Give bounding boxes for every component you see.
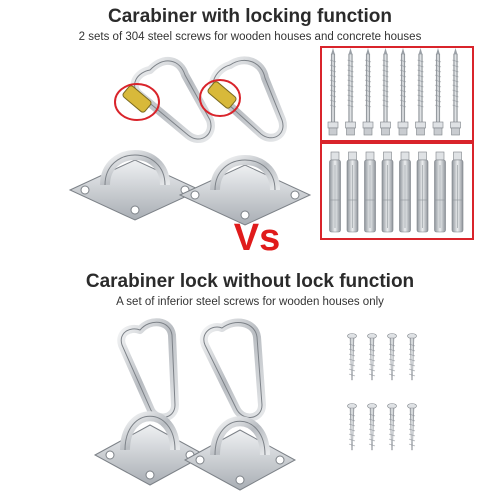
wood-screw-icon bbox=[347, 333, 357, 381]
wood-screw-icon bbox=[367, 333, 377, 381]
vs-label: Vs bbox=[233, 217, 281, 259]
long-screw-icon bbox=[415, 48, 426, 136]
wood-screw-icon bbox=[407, 333, 417, 381]
long-screw-icon bbox=[397, 48, 409, 136]
pad-eye-plate-icon bbox=[178, 155, 312, 226]
anchor-bolt-icon bbox=[381, 151, 394, 233]
top-title: Carabiner with locking function bbox=[108, 6, 392, 27]
bottom-title: Carabiner lock without lock function bbox=[85, 271, 415, 292]
wood-screws-group bbox=[347, 333, 417, 451]
pad-eye-plate-icon bbox=[68, 150, 202, 221]
anchor-bolt-icon bbox=[451, 151, 464, 233]
anchor-bolt-icon bbox=[364, 151, 376, 233]
anchor-bolt-icon bbox=[346, 151, 359, 233]
long-screw-icon bbox=[327, 48, 339, 136]
anchor-bolt-icon bbox=[329, 151, 341, 233]
wood-screw-icon bbox=[367, 403, 377, 451]
pad-eye-plate-icon bbox=[93, 411, 207, 486]
long-screw-icon bbox=[345, 48, 356, 136]
anchor-bolt-icon bbox=[399, 151, 411, 233]
anchor-bolts-group bbox=[329, 151, 464, 233]
carabiner-icon bbox=[199, 318, 266, 422]
top-subtitle: 2 sets of 304 steel screws for wooden ho… bbox=[78, 31, 422, 43]
long-screw-icon bbox=[432, 48, 444, 136]
wood-screw-icon bbox=[387, 403, 397, 451]
carabiner-icon bbox=[117, 318, 179, 422]
anchor-bolt-icon bbox=[416, 151, 429, 233]
wood-screw-icon bbox=[387, 333, 397, 381]
long-screws-group bbox=[327, 48, 461, 136]
wood-screw-icon bbox=[347, 403, 357, 451]
pad-eye-plate-icon bbox=[183, 416, 297, 491]
anchor-bolts-highlight-box bbox=[320, 142, 474, 240]
carabiner-lock-icon bbox=[114, 57, 215, 143]
long-screws-highlight-box bbox=[320, 46, 474, 142]
long-screw-icon bbox=[380, 48, 391, 136]
long-screw-icon bbox=[450, 48, 461, 136]
carabiner-lock-icon bbox=[199, 56, 287, 142]
bottom-subtitle: A set of inferior steel screws for woode… bbox=[116, 296, 384, 308]
wood-screw-icon bbox=[407, 403, 417, 451]
long-screw-icon bbox=[362, 48, 374, 136]
anchor-bolt-icon bbox=[434, 151, 446, 233]
